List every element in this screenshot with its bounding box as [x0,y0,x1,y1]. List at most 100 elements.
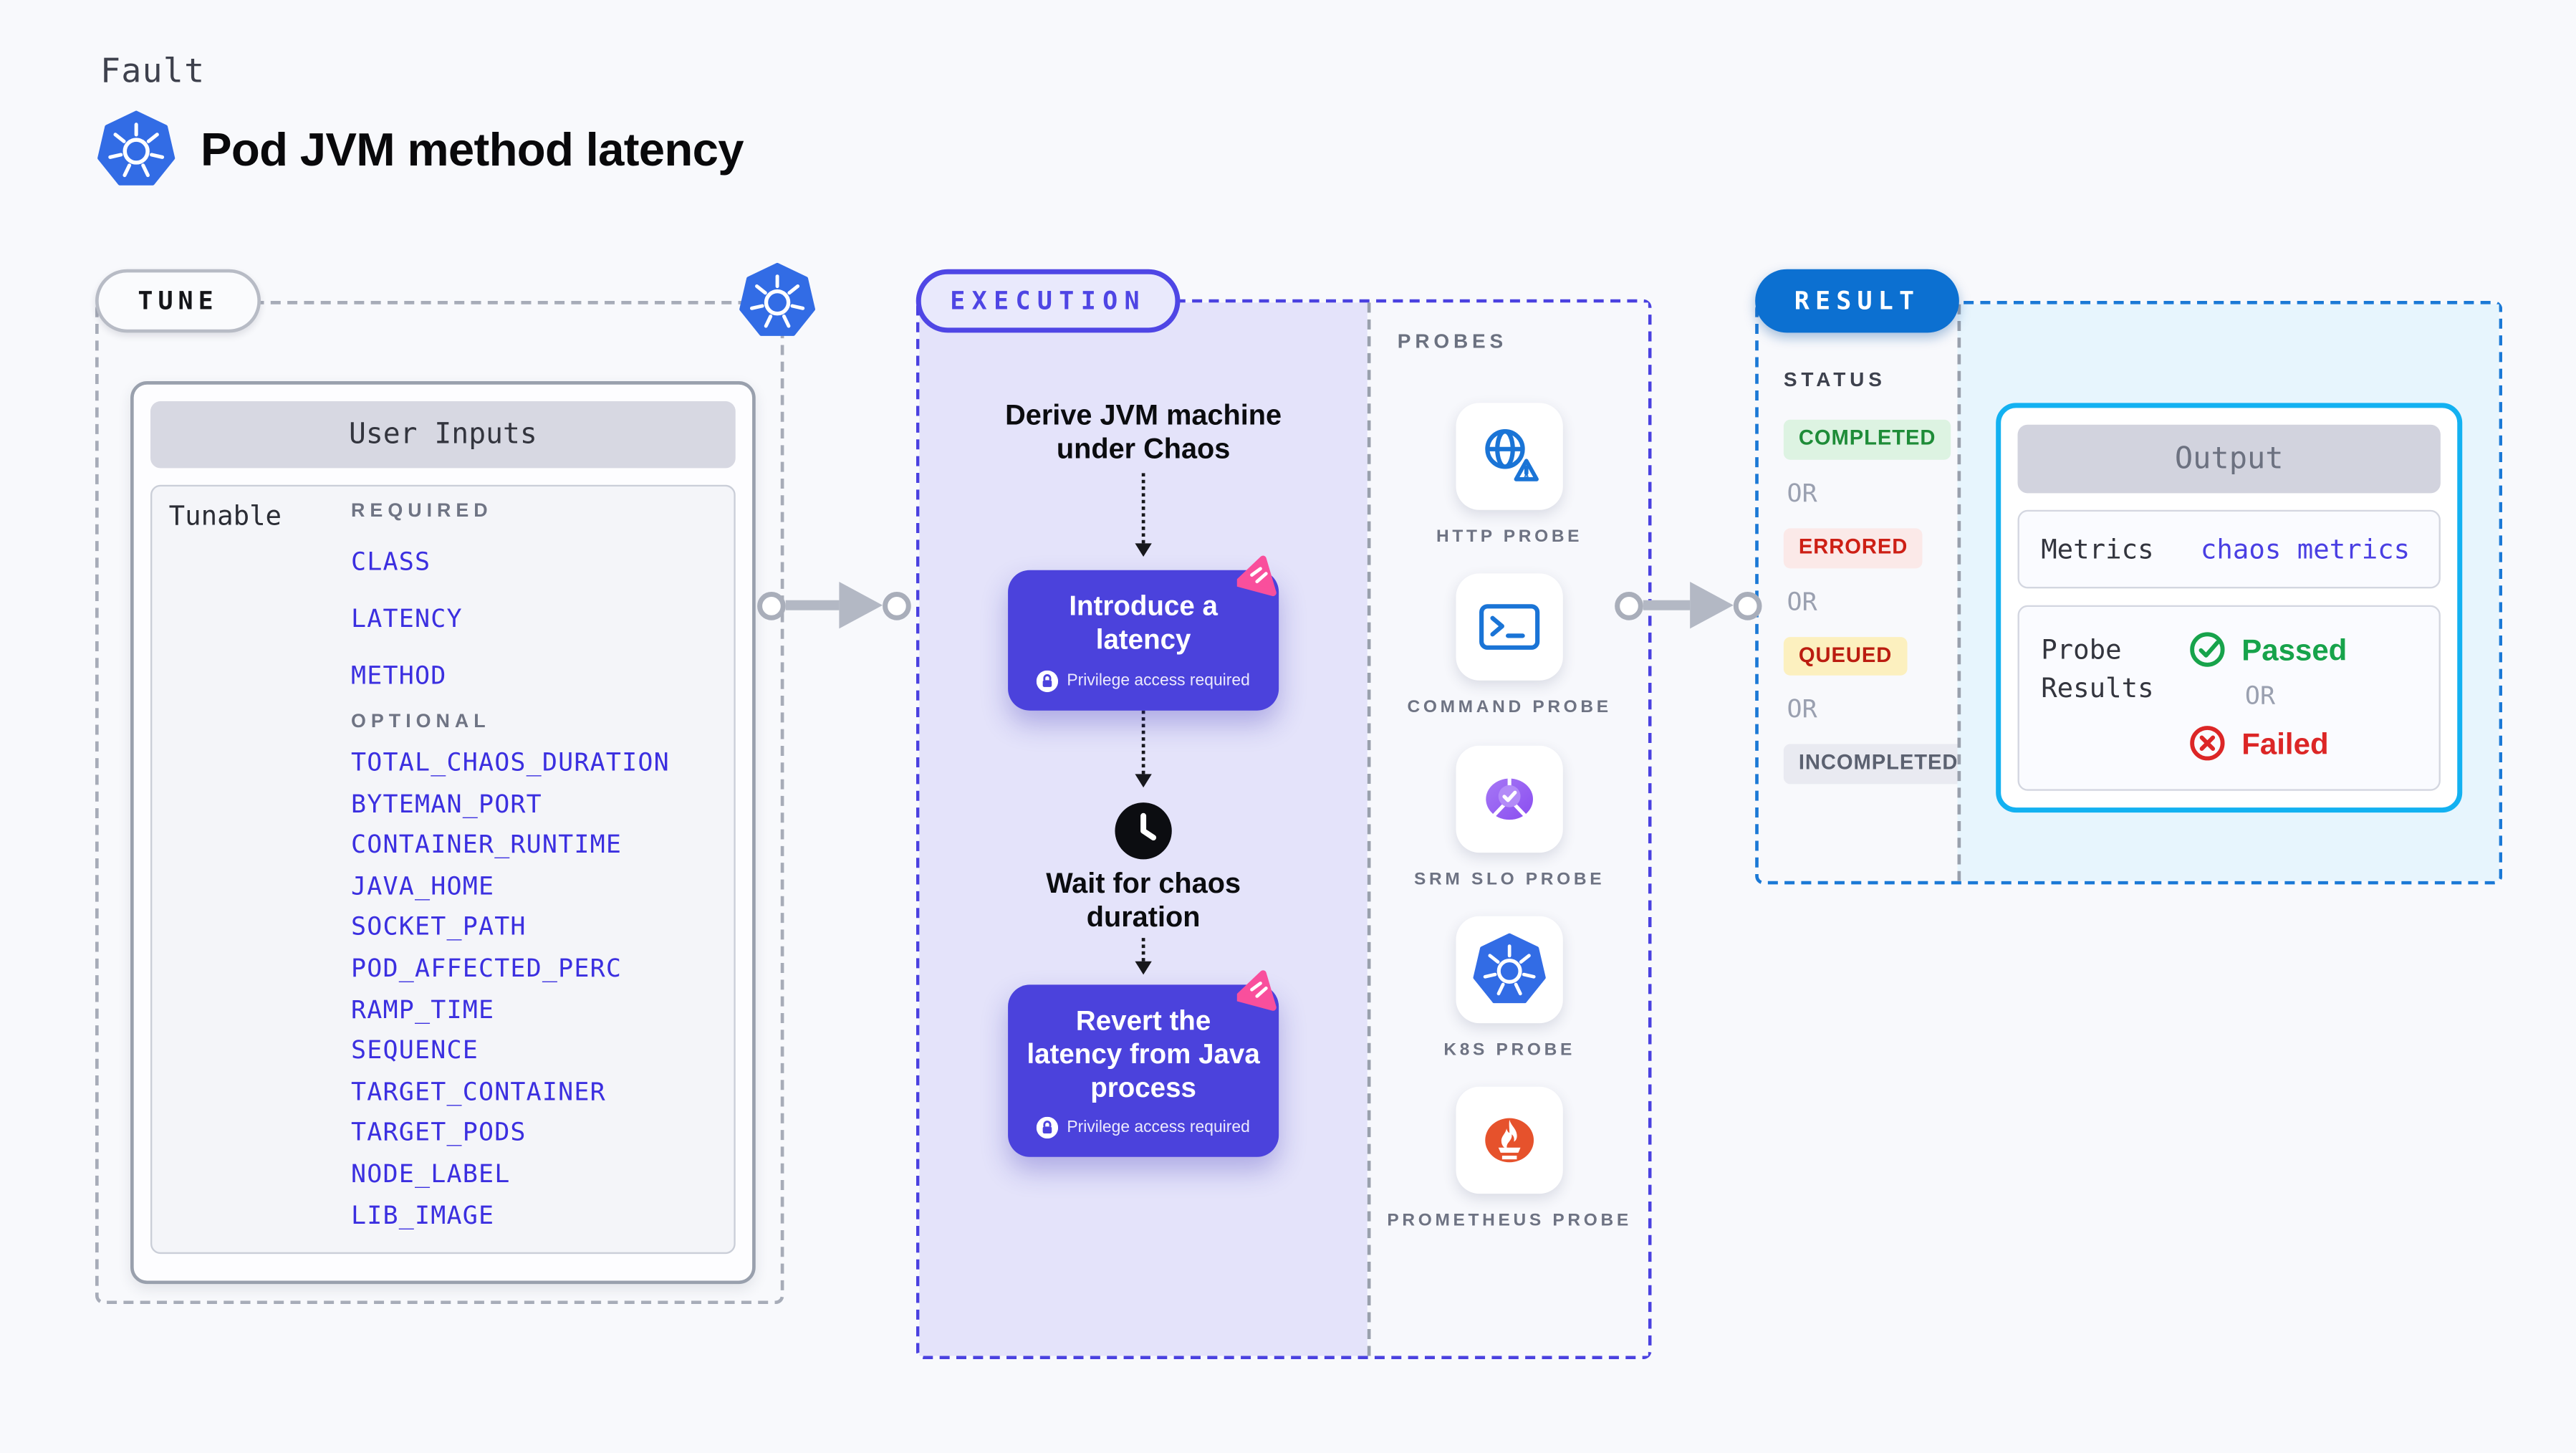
step-derive-jvm: Derive JVM machine under Chaos [1005,399,1282,465]
arrow-execution-to-result [1615,580,1762,630]
lock-icon [1037,669,1059,692]
tunable-param: CLASS [351,545,431,576]
arrow-line [1643,600,1691,610]
step-wait-duration: Wait for chaos duration [1046,868,1241,934]
chaos-spark-icon [1234,968,1281,1012]
probe-item-srm-slo: SRM SLO PROBE [1414,744,1605,893]
result-output-area: Output Metrics chaos metrics Probe Resul… [1957,304,2499,881]
kubernetes-icon [97,110,176,189]
arrow-line [785,600,840,610]
probe-label: HTTP PROBE [1436,527,1583,547]
result-panel: STATUS COMPLETED OR ERRORED OR QUEUED OR… [1755,301,2503,885]
status-badge-incompleted: INCOMPLETED [1783,744,1974,785]
tunable-param: TARGET_PODS [351,1117,527,1148]
privilege-chip: Privilege access required [1024,669,1261,692]
tunable-param: TOTAL_CHAOS_DURATION [351,747,670,778]
tunable-param: JAVA_HOME [351,871,495,901]
or-label: OR [1787,477,1817,508]
tunable-param: LIB_IMAGE [351,1199,495,1230]
status-list: COMPLETED OR ERRORED OR QUEUED OR INCOMP… [1783,419,1974,785]
privilege-chip: Privilege access required [1024,1117,1261,1140]
status-column: STATUS COMPLETED OR ERRORED OR QUEUED OR… [1759,304,1974,881]
optional-section-label: OPTIONAL [351,711,491,732]
step-introduce-latency: Introduce a latency Privilege access req… [1008,570,1279,710]
tunable-param: LATENCY [351,603,463,633]
probe-item-command: COMMAND PROBE [1408,574,1612,721]
probes-title: PROBES [1397,329,1508,353]
tunable-param: TARGET_CONTAINER [351,1076,606,1107]
probe-item-k8s: K8S PROBE [1443,916,1575,1063]
command-probe-icon [1456,574,1563,681]
output-card: Output Metrics chaos metrics Probe Resul… [1996,403,2463,813]
prometheus-probe-icon [1456,1086,1563,1194]
step-revert-latency: Revert the latency from Java process Pri… [1008,984,1279,1158]
tune-panel [95,301,784,1305]
probe-item-prometheus: PROMETHEUS PROBE [1387,1086,1632,1234]
srm-slo-probe-icon [1456,744,1563,852]
arrow-start-ring [757,590,786,620]
status-badge-completed: COMPLETED [1783,419,1951,460]
tunable-param: RAMP_TIME [351,994,495,1025]
tunable-param: SEQUENCE [351,1035,479,1065]
tunable-row-label: Tunable [168,499,282,532]
tunable-param: METHOD [351,659,447,690]
probes-panel: PROBES HTTP PROBE [1367,302,1648,1356]
metrics-row: Metrics chaos metrics [2017,509,2441,589]
arrow-head-icon [1690,582,1734,629]
failed-label: Failed [2241,726,2329,760]
tunable-params: REQUIRED CLASS LATENCY METHOD OPTIONAL T… [351,502,670,1244]
probe-label: SRM SLO PROBE [1414,868,1605,889]
arrow-head-icon [839,582,883,629]
x-circle-icon [2190,726,2225,761]
clock-icon [1113,801,1173,861]
metrics-value: chaos metrics [2200,533,2411,565]
or-label: OR [1787,585,1817,616]
result-badge: RESULT [1755,269,1959,333]
probe-item-http: HTTP PROBE [1436,403,1582,550]
status-badge-queued: QUEUED [1783,636,1908,676]
verdict-passed: Passed [2188,630,2347,669]
lock-icon [1037,1117,1059,1140]
required-section-label: REQUIRED [351,502,493,522]
execution-badge: EXECUTION [915,269,1181,333]
privilege-label: Privilege access required [1067,671,1250,690]
step-box-title: Revert the latency from Java process [1027,1006,1260,1103]
probe-label: COMMAND PROBE [1407,697,1612,718]
user-inputs-title: User Inputs [150,401,736,469]
probes-list: HTTP PROBE COMMAND PROBE [1370,403,1648,1234]
chaos-spark-icon [1234,553,1281,597]
or-label: OR [1787,694,1817,724]
step-box-title: Introduce a latency [1069,592,1218,656]
page-title: Pod JVM method latency [201,123,744,175]
tunables-list: Tunable REQUIRED CLASS LATENCY METHOD OP… [150,484,736,1255]
tunable-param: CONTAINER_RUNTIME [351,829,623,860]
probe-label: K8S PROBE [1443,1039,1575,1060]
passed-label: Passed [2241,633,2347,666]
fault-kicker: Fault [100,50,206,91]
arrow-tune-to-execution [757,580,911,630]
k8s-probe-icon [1456,916,1563,1023]
probe-results-label: Probe Results [2041,633,2154,704]
dotted-arrow-icon [1134,697,1151,788]
check-circle-icon [2190,632,2225,667]
execution-flow: Derive JVM machine under Chaos Introduce… [919,302,1368,1356]
status-badge-errored: ERRORED [1783,527,1923,568]
arrow-start-ring [1615,590,1643,620]
tunable-param: NODE_LABEL [351,1158,511,1189]
verdict-failed: Failed [2188,724,2347,762]
probe-verdicts: Passed OR Failed [2188,630,2347,762]
tunable-param: SOCKET_PATH [351,911,527,942]
dotted-arrow-icon [1134,473,1151,557]
execution-panel: Derive JVM machine under Chaos Introduce… [915,299,1652,1360]
output-title: Output [2017,424,2441,494]
privilege-label: Privilege access required [1067,1119,1250,1138]
probe-label: PROMETHEUS PROBE [1387,1210,1632,1231]
probe-results-row: Probe Results Passed OR Failed [2017,605,2441,791]
http-probe-icon [1456,403,1563,510]
dotted-arrow-icon [1134,938,1151,975]
tunable-param: POD_AFFECTED_PERC [351,953,623,984]
tunable-param: BYTEMAN_PORT [351,788,542,819]
or-label: OR [2244,680,2276,711]
arrow-end-ring [1733,590,1762,620]
